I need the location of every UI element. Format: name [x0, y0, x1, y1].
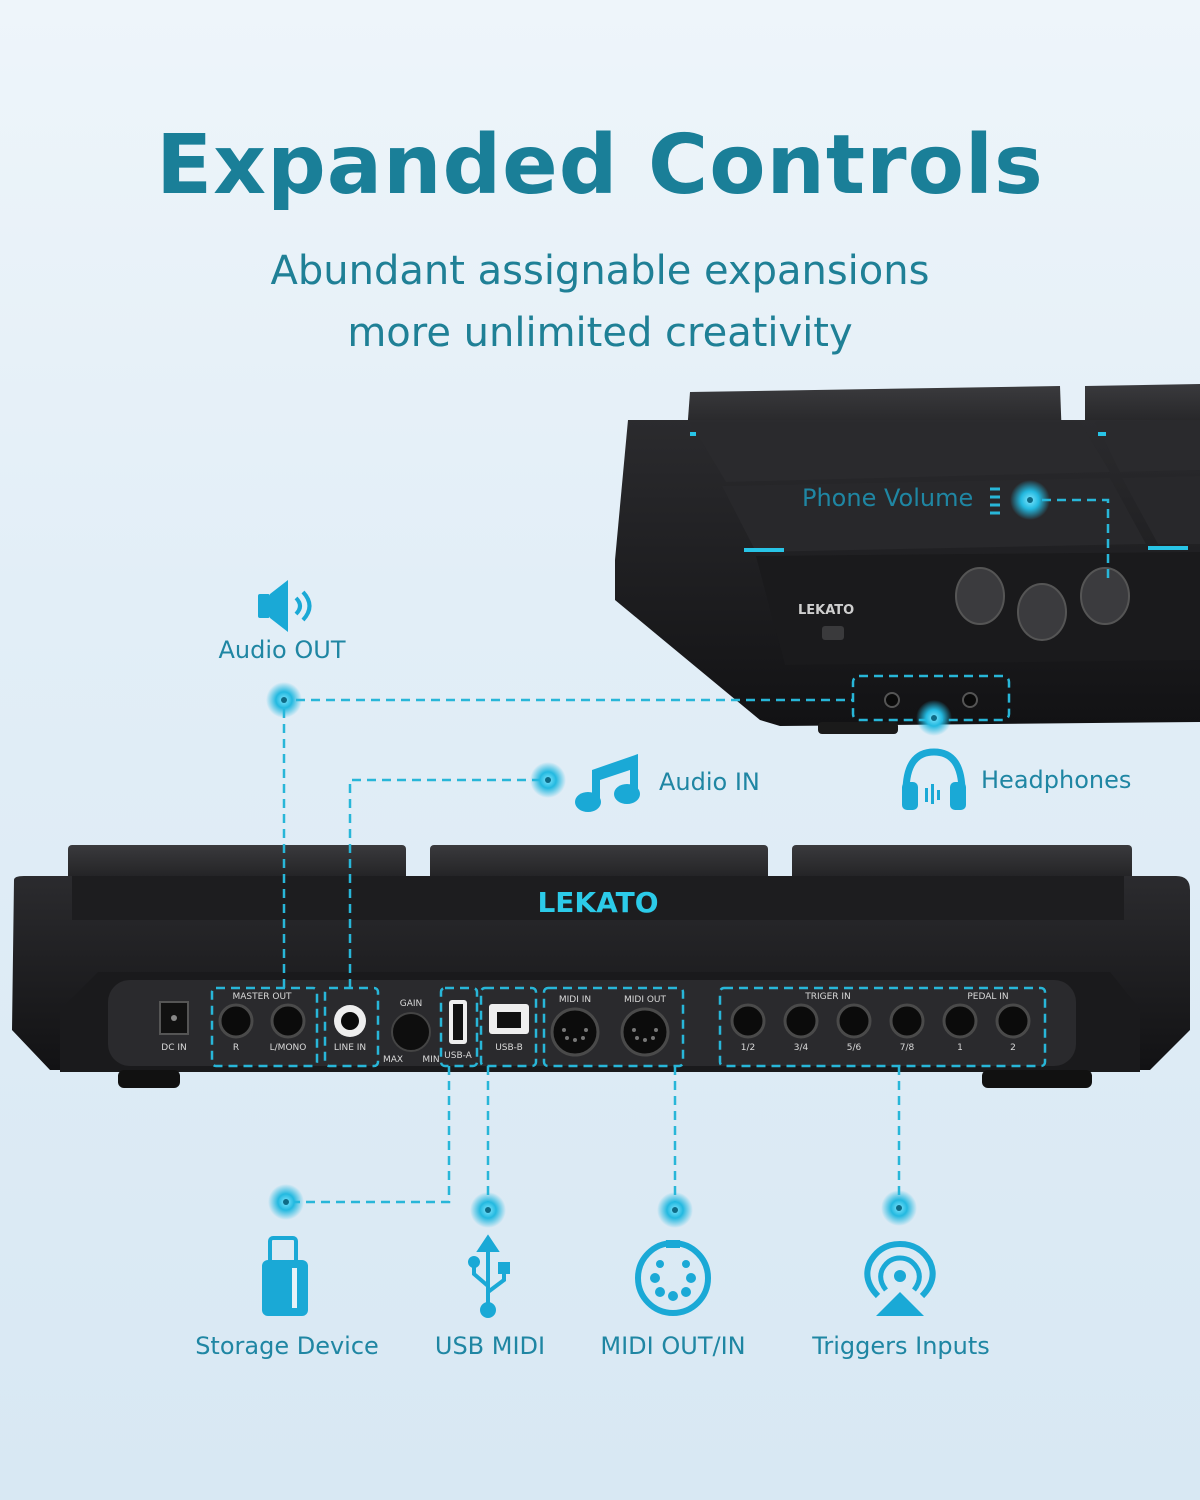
line-in-label: LINE IN	[334, 1043, 366, 1053]
speaker-icon	[258, 580, 312, 632]
triggers-inputs-label: Triggers Inputs	[812, 1332, 990, 1360]
master-out-jacks	[218, 1003, 306, 1039]
t12-label: 1/2	[741, 1043, 755, 1053]
usb-b-label: USB-B	[495, 1043, 523, 1053]
page-title: Expanded Controls	[156, 118, 1044, 213]
r-label: R	[233, 1043, 239, 1053]
t34-label: 3/4	[794, 1043, 809, 1053]
subtitle-line-1: Abundant assignable expansions	[270, 248, 930, 294]
t56-label: 5/6	[847, 1043, 862, 1053]
midi-out-label: MIDI OUT	[624, 995, 667, 1005]
trigger-jacks	[730, 1003, 1031, 1039]
p1-label: 1	[957, 1043, 963, 1053]
l-mono-label: L/MONO	[270, 1043, 307, 1053]
midi-out-in-label: MIDI OUT/IN	[600, 1332, 746, 1360]
max-label: MAX	[383, 1055, 403, 1065]
gain-knob	[391, 1012, 431, 1052]
subtitle-line-2: more unlimited creativity	[347, 310, 853, 356]
music-note-icon	[575, 754, 640, 812]
brand-logo: LEKATO	[537, 886, 658, 919]
usb-symbol-icon	[468, 1234, 510, 1318]
front-device: LEKATO DC IN MASTER OUT R L/MONO LINE IN…	[12, 845, 1190, 1088]
top-brand-label: LEKATO	[798, 603, 854, 618]
callout-lines	[210, 498, 1110, 1210]
usb-midi-label: USB MIDI	[434, 1332, 546, 1360]
trigger-icon	[864, 1240, 936, 1316]
midi-out-port	[620, 1007, 670, 1057]
dc-in-label: DC IN	[161, 1043, 186, 1053]
pedal-in-label: PEDAL IN	[967, 992, 1008, 1002]
knob-2	[1017, 583, 1067, 641]
p2-label: 2	[1010, 1043, 1016, 1053]
phone-volume-label: Phone Volume	[802, 484, 974, 512]
master-out-label: MASTER OUT	[232, 992, 292, 1002]
midi-din-icon	[635, 1240, 711, 1316]
midi-in-label: MIDI IN	[559, 995, 591, 1005]
trigger-in-label: TRIGER IN	[804, 992, 851, 1002]
t78-label: 7/8	[900, 1043, 915, 1053]
audio-out-label: Audio OUT	[218, 636, 346, 664]
headphones-icon	[902, 748, 966, 793]
usb-a-label: USB-A	[444, 1051, 473, 1061]
gain-label: GAIN	[400, 999, 423, 1009]
top-device: LEKATO	[615, 384, 1200, 734]
midi-in-port	[550, 1007, 600, 1057]
usb-drive-icon	[262, 1236, 308, 1316]
audio-in-label: Audio IN	[659, 768, 760, 796]
knob-1	[955, 567, 1005, 625]
storage-device-label: Storage Device	[195, 1332, 379, 1360]
min-label: MIN	[422, 1055, 439, 1065]
headphones-label: Headphones	[981, 766, 1132, 794]
knob-3	[1080, 567, 1130, 625]
